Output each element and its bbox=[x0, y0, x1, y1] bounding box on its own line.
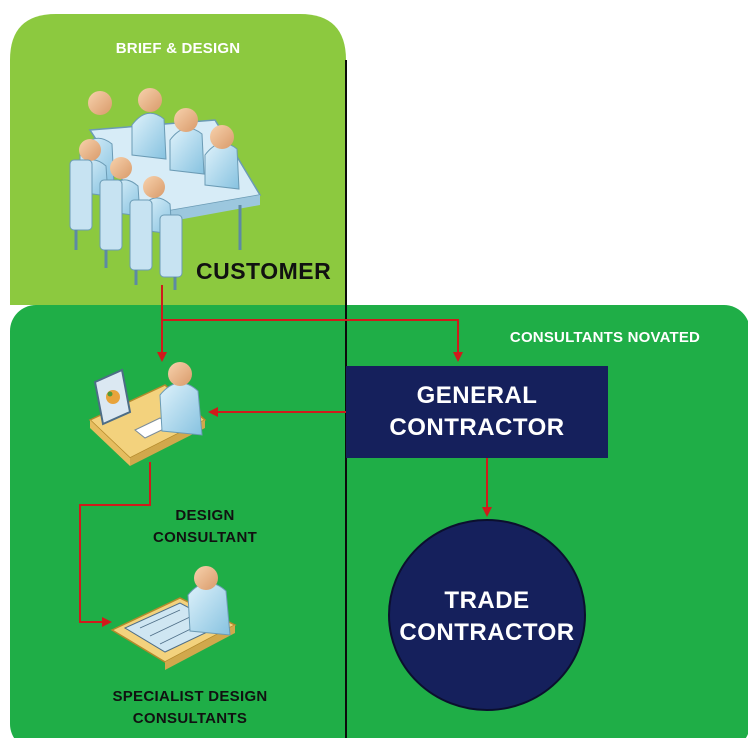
trade-contractor-circle bbox=[388, 519, 586, 711]
general-contractor-label: GENERAL CONTRACTOR bbox=[346, 380, 608, 444]
drafting-desk-icon bbox=[110, 566, 237, 670]
general-contractor-line1: GENERAL bbox=[416, 382, 538, 409]
general-contractor-line2: CONTRACTOR bbox=[389, 414, 565, 441]
design-consultant-line1: DESIGN bbox=[175, 507, 235, 524]
customer-label: CUSTOMER bbox=[196, 258, 332, 284]
meeting-table-icon bbox=[69, 88, 262, 290]
specialist-line1: SPECIALIST DESIGN bbox=[112, 688, 268, 705]
brief-design-title: BRIEF & DESIGN bbox=[115, 40, 241, 57]
arrow-design-to-specialist bbox=[79, 462, 151, 627]
specialist-label: SPECIALIST DESIGN CONSULTANTS bbox=[80, 686, 300, 730]
computer-workstation-icon bbox=[88, 362, 207, 466]
general-contractor-box bbox=[346, 366, 608, 458]
design-consultant-label: DESIGN CONSULTANT bbox=[140, 505, 270, 549]
consultants-novated-title: CONSULTANTS NOVATED bbox=[509, 329, 701, 346]
arrow-customer-to-general bbox=[162, 319, 463, 362]
specialist-line2: CONSULTANTS bbox=[132, 710, 248, 727]
design-consultant-line2: CONSULTANT bbox=[152, 529, 258, 546]
trade-contractor-line1: TRADE bbox=[444, 587, 530, 614]
trade-contractor-line2: CONTRACTOR bbox=[399, 619, 575, 646]
trade-contractor-label: TRADE CONTRACTOR bbox=[389, 585, 585, 649]
